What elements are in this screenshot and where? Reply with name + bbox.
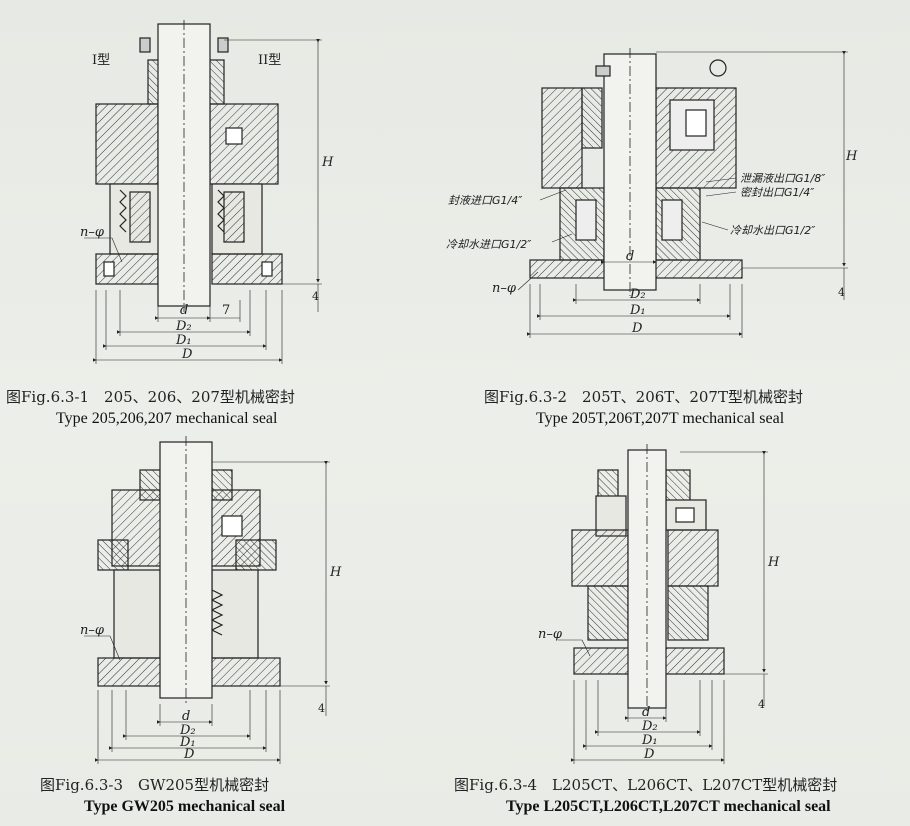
fig1-dim-D1: D₁	[175, 333, 192, 348]
figure-2-drawing	[517, 48, 848, 338]
fig2-port-seal-out: 密封出口G1/4″	[740, 186, 815, 199]
figure-4-drawing	[558, 444, 768, 764]
fig1-dim-H: H	[321, 155, 334, 170]
fig1-housing-left	[95, 103, 159, 185]
fig3-dim-D1: D₁	[179, 735, 196, 750]
fig2-port-leak-out: 泄漏液出口G1/8″	[740, 172, 826, 185]
fig1-caption-cn: 图Fig.6.3-1 205、206、207型机械密封	[6, 388, 295, 406]
figure-3-drawing	[84, 436, 330, 764]
fig2-port-cool-out: 冷却水出口G1/2″	[730, 224, 816, 237]
fig1-dim-4: 4	[312, 290, 319, 303]
fig2-caption-en: Type 205T,206T,207T mechanical seal	[536, 410, 785, 427]
fig3-n-phi: n–φ	[80, 623, 105, 638]
fig3-dim-H: H	[329, 565, 342, 580]
fig1-type-II: II型	[258, 53, 281, 68]
fig1-dim-7: 7	[222, 303, 230, 318]
fig4-dim-D1: D₁	[641, 733, 658, 748]
fig3-dim-4: 4	[318, 702, 325, 715]
fig4-dim-d: d	[642, 705, 650, 720]
fig1-n-phi: n–φ	[80, 225, 105, 240]
fig3-dim-d: d	[182, 709, 190, 724]
figure-1-drawing	[84, 20, 322, 364]
fig3-caption-en: Type GW205 mechanical seal	[84, 798, 286, 815]
fig4-caption-en: Type L205CT,L206CT,L207CT mechanical sea…	[506, 798, 831, 815]
fig2-n-phi: n–φ	[492, 281, 517, 296]
fig3-dim-D: D	[183, 747, 195, 762]
fig1-dim-D: D	[181, 347, 193, 362]
fig2-caption-cn: 图Fig.6.3-2 205T、206T、207T型机械密封	[484, 388, 803, 406]
fig3-caption-cn: 图Fig.6.3-3 GW205型机械密封	[40, 776, 270, 794]
fig2-dim-4: 4	[838, 286, 845, 299]
fig4-caption-cn: 图Fig.6.3-4 L205CT、L206CT、L207CT型机械密封	[454, 776, 838, 794]
fig1-dim-d: d	[180, 303, 188, 318]
fig2-dim-D1: D₁	[629, 303, 646, 318]
fig2-dim-D2: D₂	[629, 287, 646, 302]
fig2-dim-H: H	[845, 149, 858, 164]
fig4-n-phi: n–φ	[538, 627, 563, 642]
fig1-housing-right	[209, 103, 279, 185]
fig2-port-cool-in: 冷却水进口G1/2″	[446, 238, 532, 251]
fig1-dim-D2: D₂	[175, 319, 192, 334]
fig2-dim-D: D	[631, 321, 643, 336]
dimension-labels: I型 II型 H d 7 D₂ D₁ D n–φ 4 H d D₂ D₁ D n…	[80, 53, 858, 762]
fig4-dim-D2: D₂	[641, 719, 658, 734]
fig4-dim-D: D	[643, 747, 655, 762]
fig1-type-I: I型	[92, 53, 110, 68]
fig2-dim-d: d	[626, 249, 634, 264]
fig3-dim-D2: D₂	[179, 723, 196, 738]
fig2-port-seal-in: 封液进口G1/4″	[448, 194, 523, 207]
fig4-dim-H: H	[767, 555, 780, 570]
fig1-caption-en: Type 205,206,207 mechanical seal	[56, 410, 278, 427]
fig4-dim-4: 4	[758, 698, 765, 711]
